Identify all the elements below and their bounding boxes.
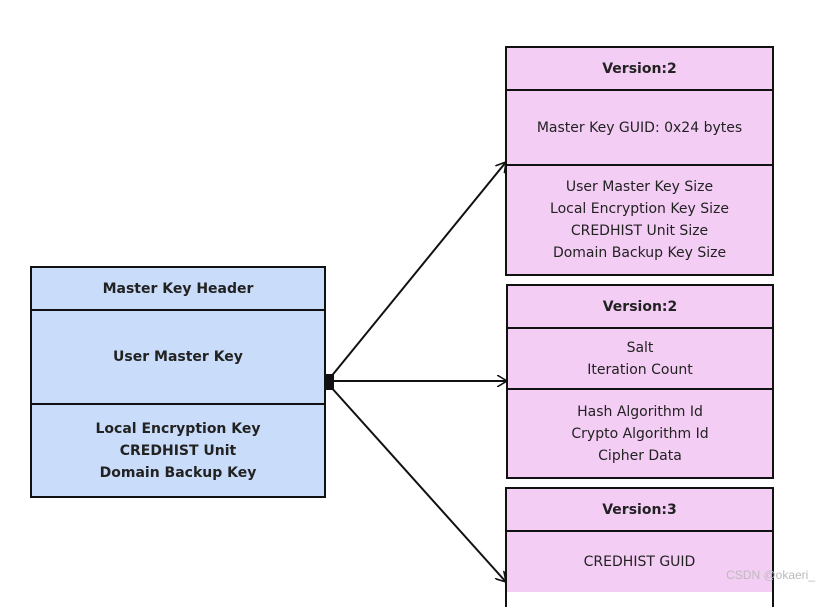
credhist-unit-label: CREDHIST Unit xyxy=(119,442,237,459)
credhist-guid-section: CREDHIST GUID xyxy=(507,532,772,592)
credhist-block-version: Version:3 xyxy=(507,489,772,532)
connector-arrows xyxy=(324,0,829,591)
iteration-count-label: Iteration Count xyxy=(587,361,693,378)
credhist-guid-label: CREDHIST GUID xyxy=(583,554,696,570)
arrow-to-credhist-block xyxy=(329,385,506,582)
arrow-to-header-block xyxy=(329,162,506,379)
credhist-block-version-label: Version:3 xyxy=(602,501,677,518)
user-master-key-section: User Master Key xyxy=(32,311,324,405)
master-key-header-label: Master Key Header xyxy=(102,280,254,297)
local-encryption-key-label: Local Encryption Key xyxy=(95,420,261,437)
master-key-guid-label: Master Key GUID: 0x24 bytes xyxy=(536,119,743,136)
local-encryption-key-size-label: Local Encryption Key Size xyxy=(550,201,729,217)
salt-section: Salt Iteration Count xyxy=(508,329,772,390)
domain-backup-key-label: Domain Backup Key xyxy=(99,464,257,481)
key-list-section: Local Encryption Key CREDHIST Unit Domai… xyxy=(32,405,324,496)
credhist-block-box: Version:3 CREDHIST GUID xyxy=(505,487,774,607)
header-block-version-label: Version:2 xyxy=(602,60,677,77)
master-key-guid-section: Master Key GUID: 0x24 bytes xyxy=(507,91,772,166)
connector-junction xyxy=(324,374,334,390)
master-key-header: Master Key Header xyxy=(32,268,324,311)
user-key-block-box: Version:2 Salt Iteration Count Hash Algo… xyxy=(506,284,774,479)
cipher-data-label: Cipher Data xyxy=(598,447,682,464)
domain-backup-key-size-label: Domain Backup Key Size xyxy=(552,245,727,261)
sizes-section: User Master Key Size Local Encryption Ke… xyxy=(507,166,772,274)
user-key-block-version: Version:2 xyxy=(508,286,772,329)
header-block-box: Version:2 Master Key GUID: 0x24 bytes Us… xyxy=(505,46,774,276)
salt-label: Salt xyxy=(626,339,654,356)
algorithm-section: Hash Algorithm Id Crypto Algorithm Id Ci… xyxy=(508,390,772,477)
user-master-key-size-label: User Master Key Size xyxy=(565,179,714,195)
header-block-version: Version:2 xyxy=(507,48,772,91)
credhist-unit-size-label: CREDHIST Unit Size xyxy=(570,223,709,239)
watermark: CSDN @okaeri_ xyxy=(726,568,815,582)
master-key-box: Master Key Header User Master Key Local … xyxy=(30,266,326,498)
crypto-algorithm-id-label: Crypto Algorithm Id xyxy=(571,425,709,442)
hash-algorithm-id-label: Hash Algorithm Id xyxy=(577,403,703,420)
user-key-block-version-label: Version:2 xyxy=(602,298,678,315)
user-master-key-label: User Master Key xyxy=(113,349,243,365)
